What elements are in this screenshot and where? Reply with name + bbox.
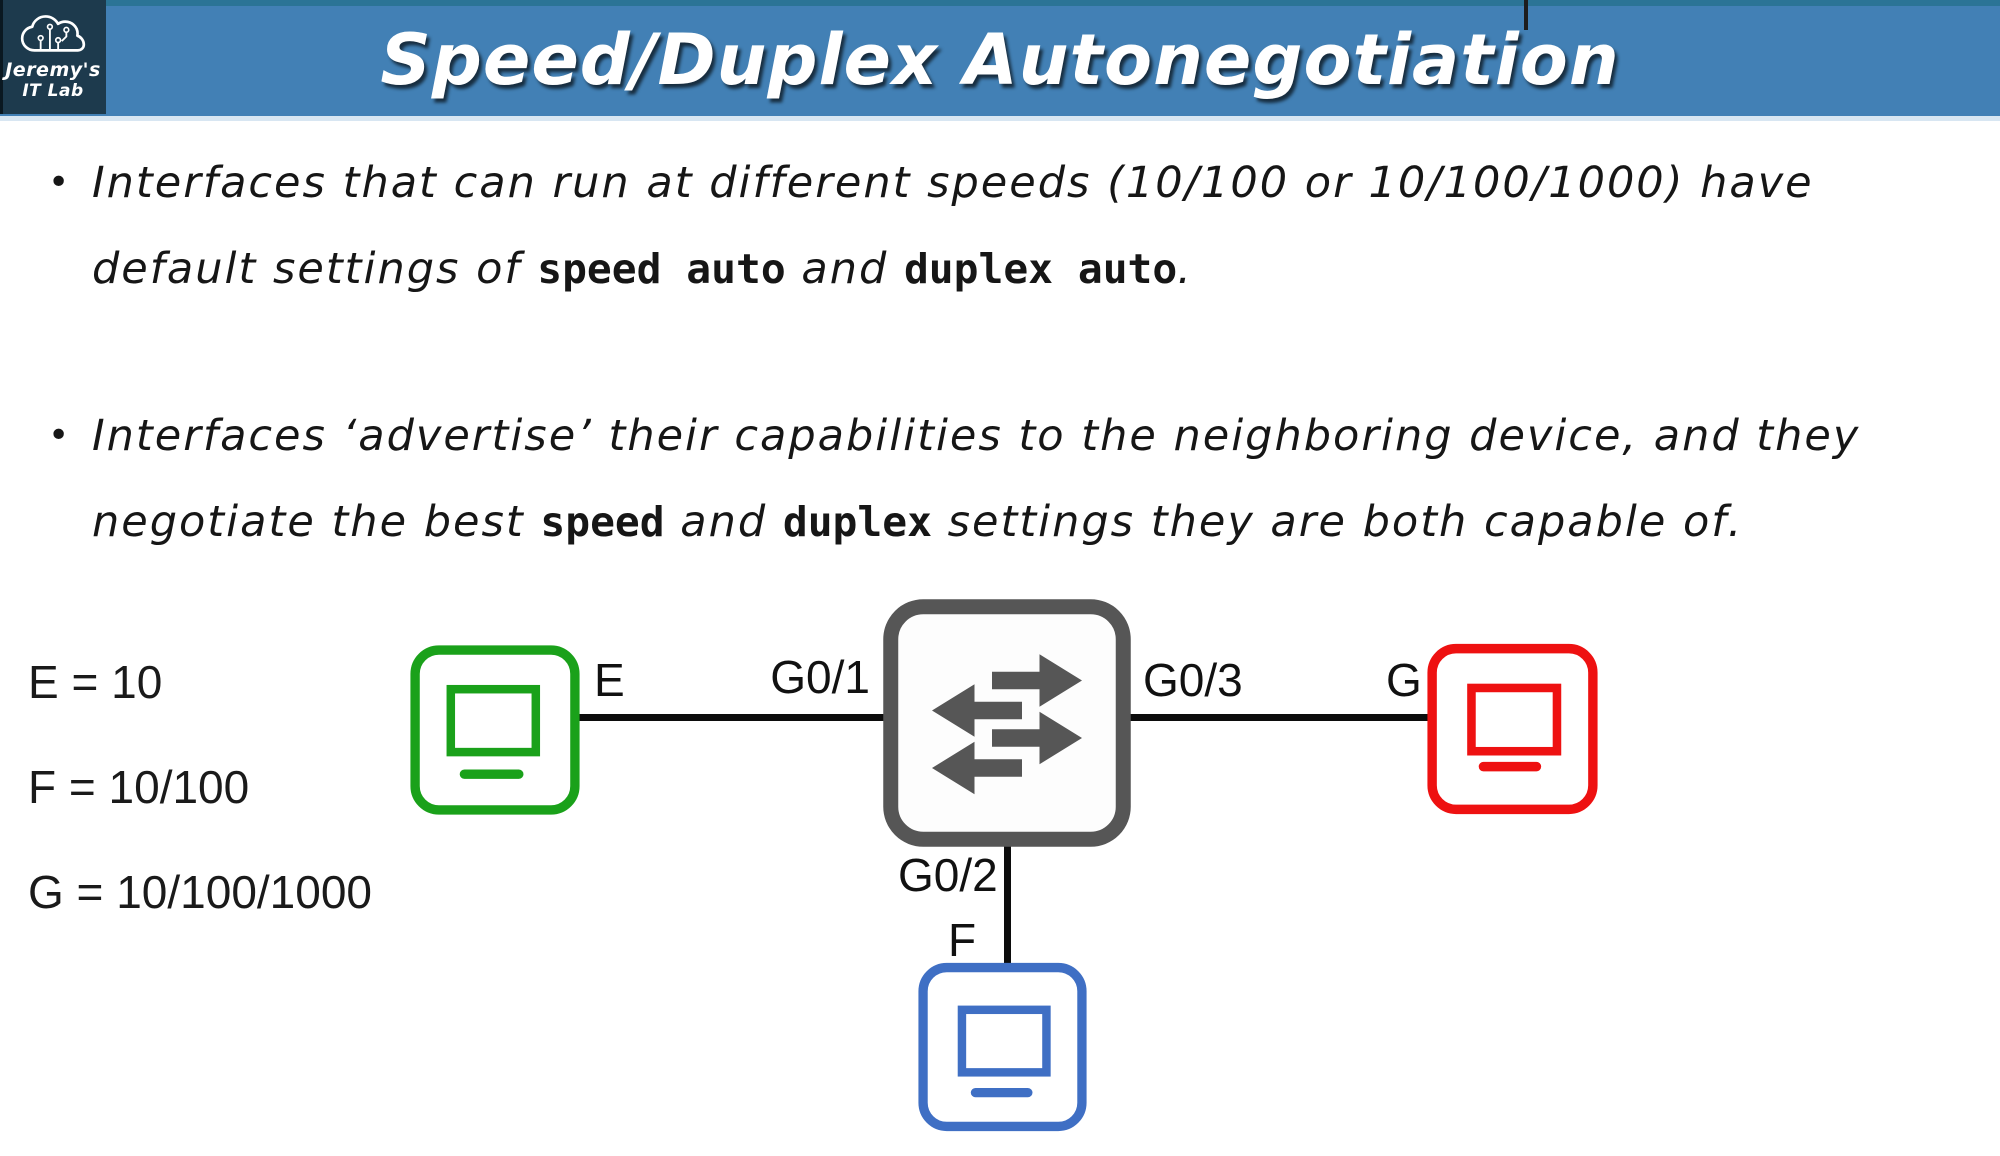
bullet-2-line-2: negotiate the best speed and duplex sett… xyxy=(92,479,1958,565)
port-label-f: F xyxy=(948,914,977,966)
pc-icon-blue xyxy=(918,962,1087,1132)
bullet-2-line-1: Interfaces ‘advertise’ their capabilitie… xyxy=(92,393,1958,479)
text-segment: and xyxy=(785,244,904,294)
bullet-2-text: Interfaces ‘advertise’ their capabilitie… xyxy=(92,393,1958,565)
legend-item-f: F = 10/100 xyxy=(28,761,250,813)
pc-icon xyxy=(410,645,580,815)
switch-icon xyxy=(882,598,1132,848)
title-stray-mark xyxy=(1524,0,1528,30)
logo-text: Jeremy's IT Lab xyxy=(5,60,101,102)
cloud-network-icon xyxy=(20,15,86,52)
bullet-item-1: • Interfaces that can run at different s… xyxy=(48,140,1958,312)
pc-icon xyxy=(918,962,1087,1132)
pc-icon-green xyxy=(410,645,580,815)
text-segment: Interfaces that can run at different spe… xyxy=(92,158,1814,208)
bullet-marker: • xyxy=(48,162,72,203)
header-bar: Speed/Duplex Autonegotiation xyxy=(0,0,2000,121)
bullet-marker: • xyxy=(48,415,72,456)
link-pc-left-to-switch xyxy=(578,714,884,721)
bullet-item-2: • Interfaces ‘advertise’ their capabilit… xyxy=(48,393,1958,565)
code-segment: duplex xyxy=(782,498,932,546)
pc-icon-red xyxy=(1427,643,1598,815)
code-segment: speed auto xyxy=(537,245,786,293)
pc-icon xyxy=(1427,643,1598,815)
text-segment: negotiate the best xyxy=(92,497,541,547)
legend-item-g: G = 10/100/1000 xyxy=(28,866,373,918)
text-segment: Interfaces ‘advertise’ their capabilitie… xyxy=(92,411,1861,461)
legend-item-e: E = 10 xyxy=(28,656,163,708)
port-label-e: E xyxy=(594,654,625,706)
link-switch-to-pc-right xyxy=(1130,714,1429,721)
code-segment: speed xyxy=(540,498,665,546)
page-title: Speed/Duplex Autonegotiation xyxy=(380,19,1620,101)
logo-line1: Jeremy's xyxy=(5,59,101,81)
text-segment: . xyxy=(1177,244,1193,294)
port-label-g0-1: G0/1 xyxy=(770,651,870,703)
code-segment: duplex auto xyxy=(903,245,1178,293)
port-label-g: G xyxy=(1386,654,1422,706)
text-segment: settings they are both capable of. xyxy=(931,497,1744,547)
bullet-1-line-2: default settings of speed auto and duple… xyxy=(92,226,1958,312)
port-label-g0-2: G0/2 xyxy=(898,849,998,901)
text-segment: default settings of xyxy=(92,244,538,294)
port-label-g0-3: G0/3 xyxy=(1143,654,1243,706)
jeremys-it-lab-logo: Jeremy's IT Lab xyxy=(0,0,106,114)
logo-line2: IT Lab xyxy=(22,81,84,101)
bullet-1-line-1: Interfaces that can run at different spe… xyxy=(92,140,1958,226)
switch-arrows-icon xyxy=(883,599,1131,847)
text-segment: and xyxy=(664,497,783,547)
bullet-1-text: Interfaces that can run at different spe… xyxy=(92,140,1958,312)
header-top-strip xyxy=(0,0,2000,6)
link-switch-to-pc-bottom xyxy=(1004,845,1011,964)
